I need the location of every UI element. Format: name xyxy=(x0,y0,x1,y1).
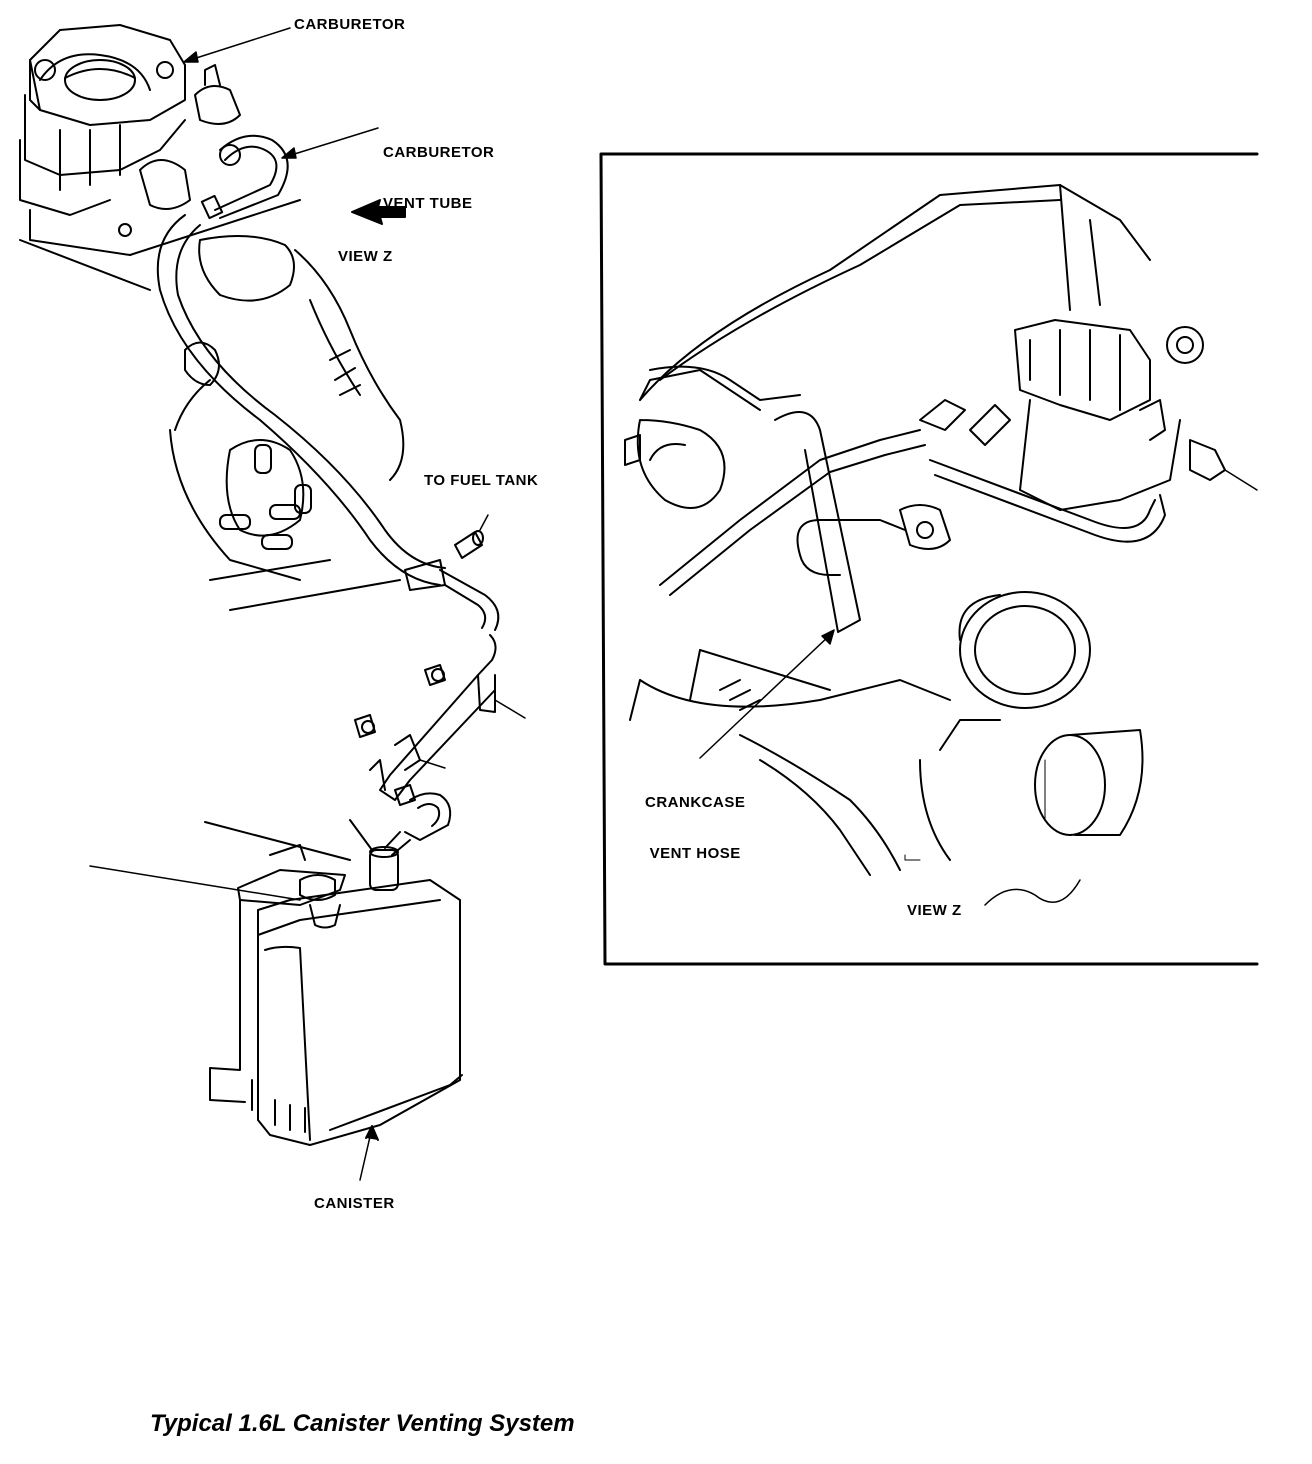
label-view-z-arrow: VIEW Z xyxy=(338,248,393,265)
label-carburetor-vent-tube: CARBURETOR VENT TUBE xyxy=(383,110,494,229)
label-to-fuel-tank: TO FUEL TANK xyxy=(424,472,539,489)
figure-caption: Typical 1.6L Canister Venting System xyxy=(150,1410,575,1437)
label-crankcase-vent-hose: CRANKCASE VENT HOSE xyxy=(645,760,745,879)
label-crankcase-vent-hose-line2: VENT HOSE xyxy=(649,845,741,862)
carburetor-vent-tube-drawing xyxy=(200,134,289,220)
label-view-z-inset: VIEW Z xyxy=(907,902,962,919)
label-carburetor-vent-tube-line1: CARBURETOR xyxy=(383,144,495,161)
label-crankcase-vent-hose-line1: CRANKCASE xyxy=(645,794,746,811)
label-carburetor: CARBURETOR xyxy=(294,16,406,33)
inset-engine-drawing xyxy=(624,184,1258,906)
main-vent-hose-drawing xyxy=(156,214,500,631)
engine-block-left-drawing xyxy=(169,249,405,611)
fuel-tank-nipple-drawing xyxy=(454,514,489,559)
canister-drawing xyxy=(89,819,463,1181)
crankcase-leader-line xyxy=(699,629,835,759)
inset-frame xyxy=(599,152,1259,966)
carburetor-drawing xyxy=(19,24,301,291)
label-canister: CANISTER xyxy=(314,1195,395,1212)
canister-bracket-drawing xyxy=(354,634,526,806)
left-leader-lines xyxy=(183,27,379,159)
label-carburetor-vent-tube-line2: VENT TUBE xyxy=(383,195,473,212)
canister-hose-drawing xyxy=(384,792,452,856)
view-z-arrow-drawing xyxy=(351,199,406,225)
